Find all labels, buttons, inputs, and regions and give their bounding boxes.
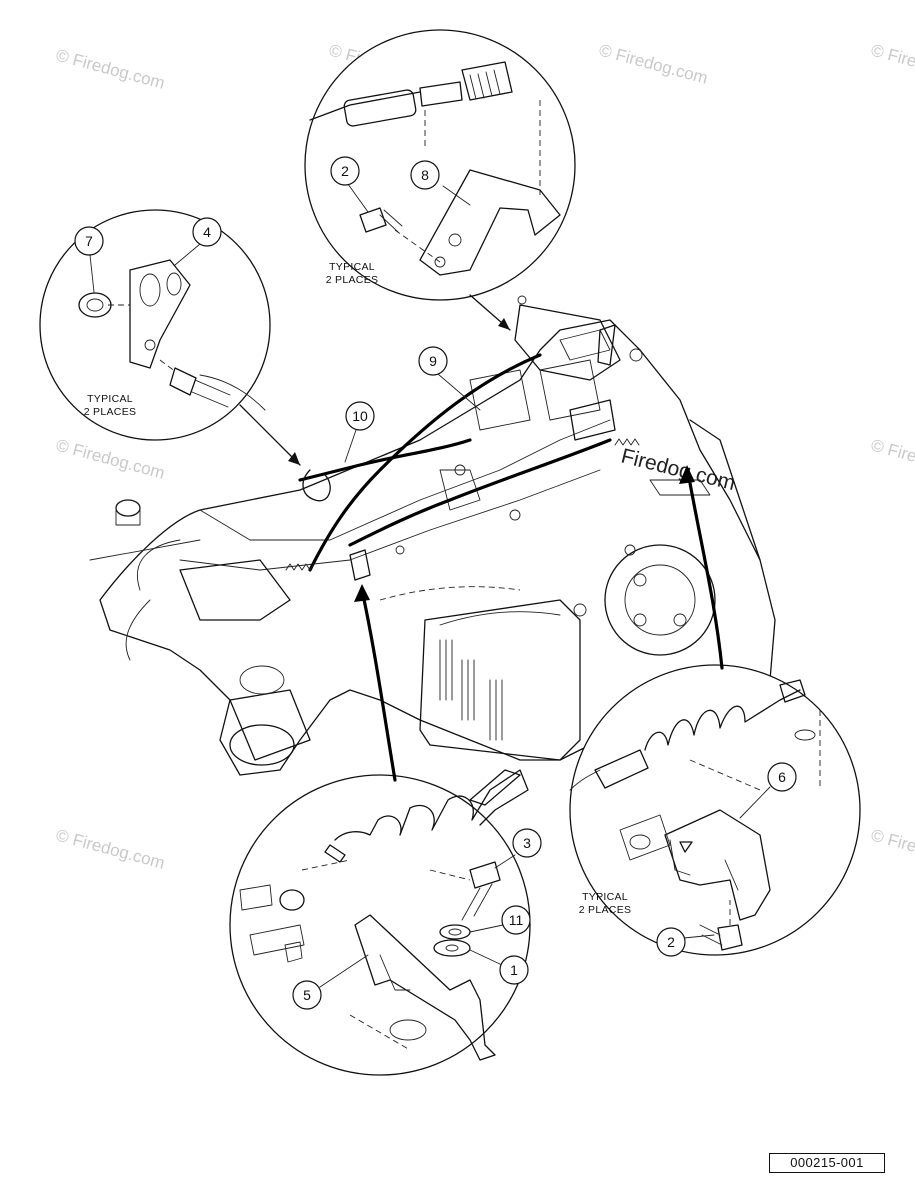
arrow-left bbox=[239, 404, 301, 466]
detail-top: 8 2 TYPICAL 2 PLACES bbox=[304, 29, 576, 301]
svg-text:5: 5 bbox=[303, 987, 311, 1003]
callout-6: 7 bbox=[74, 226, 104, 293]
callout-9: 9 bbox=[418, 346, 481, 411]
svg-text:2: 2 bbox=[341, 163, 349, 179]
watermark-10: © Firedog.com bbox=[869, 826, 915, 873]
note-right-line1: TYPICAL bbox=[582, 891, 628, 903]
svg-text:7: 7 bbox=[85, 233, 93, 249]
arrow-bottom-left bbox=[354, 584, 397, 782]
svg-text:8: 8 bbox=[421, 167, 429, 183]
note-left-line2: 2 PLACES bbox=[84, 406, 137, 418]
watermark-3: © Firedog.com bbox=[597, 41, 710, 88]
svg-text:1: 1 bbox=[510, 962, 518, 978]
callout-7: 6 bbox=[739, 762, 797, 819]
svg-text:4: 4 bbox=[203, 224, 211, 240]
svg-text:9: 9 bbox=[429, 353, 437, 369]
callout-2-right: 2 bbox=[656, 927, 715, 957]
figure-reference-number: 000215-001 bbox=[769, 1153, 885, 1173]
note-left-line1: TYPICAL bbox=[87, 393, 133, 405]
grille-fins bbox=[439, 639, 503, 741]
arrow-bottom-right bbox=[679, 465, 724, 670]
watermark-1: © Firedog.com bbox=[54, 46, 167, 93]
watermark-5: © Firedog.com bbox=[54, 436, 167, 483]
callout-4: 4 bbox=[174, 217, 222, 266]
callout-11: 11 bbox=[469, 905, 531, 935]
watermark-4: © Firedog.com bbox=[869, 41, 915, 88]
callout-3: 3 bbox=[494, 828, 542, 869]
detail-bottom-right: 6 2 TYPICAL 2 PLACES bbox=[569, 664, 861, 957]
svg-text:2: 2 bbox=[667, 934, 675, 950]
callout-10: 10 bbox=[344, 401, 375, 463]
callout-2-top: 2 bbox=[330, 156, 369, 213]
detail-left: 7 4 TYPICAL 2 PLACES bbox=[39, 209, 271, 441]
svg-text:6: 6 bbox=[778, 769, 786, 785]
watermark-7: © Firedog.com bbox=[54, 826, 167, 873]
svg-text:10: 10 bbox=[352, 408, 368, 424]
callout-1: 1 bbox=[469, 949, 529, 985]
svg-text:3: 3 bbox=[523, 835, 531, 851]
note-right-line2: 2 PLACES bbox=[579, 904, 632, 916]
watermark-6: © Firedog.com bbox=[869, 436, 915, 483]
note-top-line1: TYPICAL bbox=[329, 261, 375, 273]
callout-5: 5 bbox=[292, 954, 369, 1010]
detail-bottom-left: 3 11 1 5 bbox=[229, 769, 542, 1076]
watermark-brand: Firedog.com bbox=[619, 445, 738, 496]
callout-8: 8 bbox=[410, 160, 471, 206]
svg-text:11: 11 bbox=[509, 912, 524, 928]
note-top-line2: 2 PLACES bbox=[326, 274, 379, 286]
arrow-top bbox=[469, 294, 511, 331]
